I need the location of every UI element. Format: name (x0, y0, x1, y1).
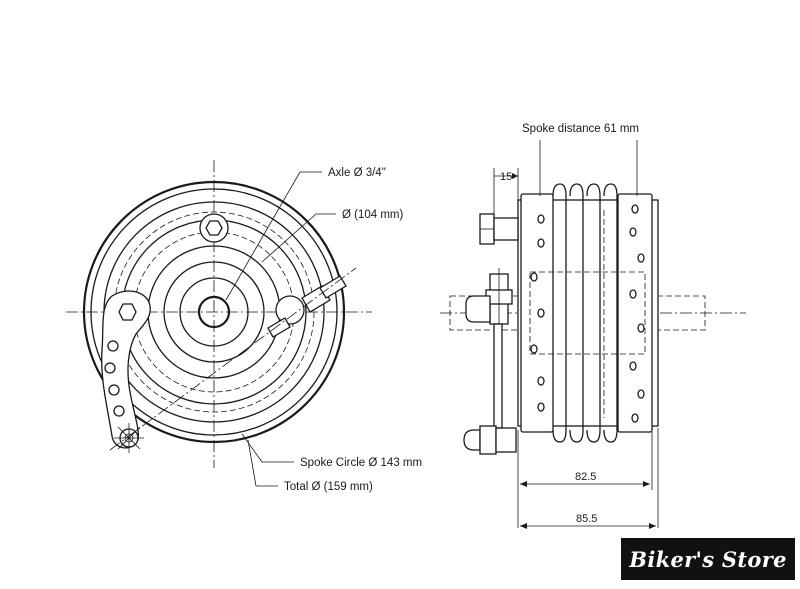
arm-end-cap (465, 295, 491, 323)
top-hex-nut (205, 220, 223, 236)
hub-ring-4 (179, 277, 249, 347)
cooling-fins (552, 183, 618, 443)
outer-flange-circle (82, 180, 346, 444)
top-bolt-shank (493, 217, 519, 241)
spoke-circle (113, 211, 315, 413)
axle-hole (197, 295, 231, 329)
fin-4 (603, 183, 618, 443)
arm-hole-4 (113, 405, 125, 417)
brake-arm-hex-nut (118, 303, 137, 321)
fin-2 (569, 183, 584, 443)
front-view: Axle Ø 3/4" Ø (104 mm) Spoke Circle Ø 14… (66, 160, 422, 493)
brake-arm-side (465, 268, 513, 429)
dim-15-label: 15 (500, 171, 512, 183)
inner-diameter-label: Ø (104 mm) (342, 209, 404, 221)
hub-ring-3 (163, 261, 265, 363)
inner-diameter-leader (261, 213, 336, 263)
right-spoke-holes (629, 204, 645, 423)
outer-flange-inner-circle (90, 188, 338, 436)
axle-label: Axle Ø 3/4" (328, 167, 386, 179)
left-flange (520, 193, 554, 433)
arm-hole-3 (108, 384, 120, 396)
brake-arm (101, 290, 151, 449)
brand-logo: Biker's Store (621, 538, 795, 580)
spoke-circle-leader (241, 433, 294, 463)
spoke-circle-label: Spoke Circle Ø 143 mm (300, 457, 422, 469)
arm-hole-2 (104, 362, 116, 374)
diagonal-centerline (109, 267, 357, 451)
left-spoke-holes (530, 214, 545, 412)
right-flange (617, 193, 653, 433)
bottom-bolt-cap (463, 429, 481, 451)
bottom-bolt-body (495, 427, 517, 453)
spoke-distance-label: Spoke distance 61 mm (522, 123, 639, 135)
total-diameter-label: Total Ø (159 mm) (284, 481, 373, 493)
total-diameter-leader (247, 439, 278, 487)
top-bolt (479, 213, 519, 245)
dim-85-label: 85.5 (576, 513, 597, 525)
fin-3 (586, 183, 601, 443)
side-view: Spoke distance 61 mm 15 82.5 85.5 (440, 123, 746, 529)
hidden-hub-core (529, 271, 646, 355)
fitting-banjo (275, 295, 305, 325)
axle-leader (225, 171, 322, 301)
bottom-bolt (463, 425, 517, 455)
arm-bottom-serration (114, 423, 144, 453)
fitting-nut-1 (267, 317, 291, 338)
dim-82-label: 82.5 (575, 471, 596, 483)
arm-rod (493, 323, 503, 429)
arm-hole-1 (107, 340, 119, 352)
brake-fitting (267, 275, 347, 338)
fitting-nut-3 (319, 275, 347, 299)
fin-1 (552, 183, 567, 443)
bottom-bolt-nut (479, 425, 497, 455)
